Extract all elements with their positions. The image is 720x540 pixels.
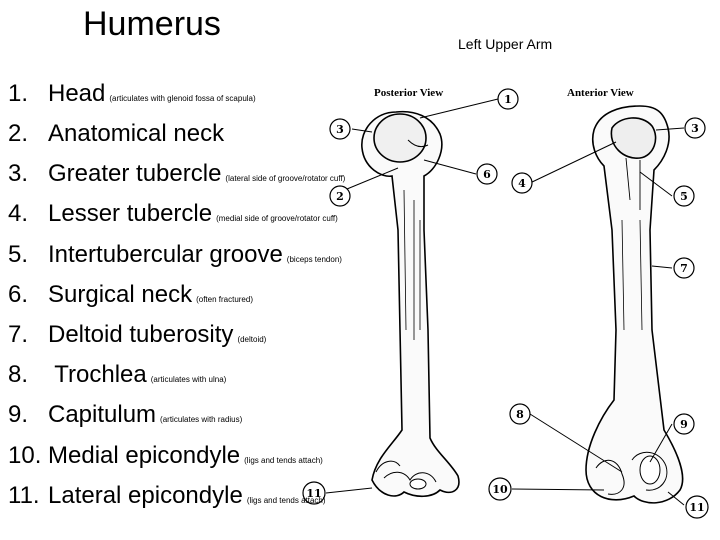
part-note: (medial side of groove/rotator cuff) <box>216 214 338 223</box>
anterior-humerus-bone <box>585 105 684 504</box>
callout-a10-label: 10 <box>492 483 508 496</box>
part-item-lesser-tubercle: 4. Lesser tubercle(medial side of groove/… <box>8 199 338 234</box>
part-note: (articulates with glenoid fossa of scapu… <box>109 94 256 103</box>
part-number: 11. <box>8 482 40 509</box>
part-item-intertubercular-groove: 5. Intertubercular groove(biceps tendon) <box>8 240 342 275</box>
callout-p6 <box>476 163 498 185</box>
part-note: (articulates with ulna) <box>150 375 227 384</box>
callout-p2 <box>329 185 351 207</box>
part-note: (ligs and tends attach) <box>246 496 326 505</box>
part-number: 10. <box>8 442 42 469</box>
callout-p2-label: 2 <box>336 190 344 203</box>
part-name: Surgical neck <box>48 281 193 308</box>
part-name: Head <box>48 80 106 107</box>
part-number: 7. <box>8 321 29 348</box>
part-number: 9. <box>8 401 29 428</box>
callout-p11 <box>302 481 326 505</box>
callout-a4-label: 4 <box>518 177 526 190</box>
callout-a11-label: 11 <box>689 501 704 514</box>
callout-a5 <box>673 185 695 207</box>
callout-a9 <box>673 413 695 435</box>
callout-a3-label: 3 <box>691 122 699 135</box>
part-name: Deltoid tuberosity <box>48 321 234 348</box>
callout-a11 <box>685 495 709 519</box>
part-note: (often fractured) <box>196 295 253 304</box>
callout-a9-label: 9 <box>680 418 688 431</box>
part-name: Capitulum <box>48 401 157 428</box>
callout-a4 <box>511 172 533 194</box>
part-note: (articulates with radius) <box>160 415 243 424</box>
part-number: 6. <box>8 281 29 308</box>
part-name: Intertubercular groove <box>48 241 283 268</box>
part-name: Anatomical neck <box>48 120 225 147</box>
callout-p1-label: 1 <box>504 93 512 106</box>
part-name: Lateral epicondyle <box>48 482 243 509</box>
part-note: (ligs and tends attach) <box>244 456 323 465</box>
callout-a5-label: 5 <box>680 190 688 203</box>
part-item-capitulum: 9. Capitulum(articulates with radius) <box>8 400 242 435</box>
part-number: 2. <box>8 120 29 147</box>
callout-a3 <box>684 117 706 139</box>
page-subtitle: Left Upper Arm <box>458 36 553 52</box>
part-number: 5. <box>8 241 29 268</box>
part-note: (biceps tendon) <box>286 255 342 264</box>
part-name: Lesser tubercle <box>48 200 213 227</box>
callout-a8-label: 8 <box>516 408 524 421</box>
part-item-deltoid-tuberosity: 7. Deltoid tuberosity(deltoid) <box>8 320 266 355</box>
part-number: 1. <box>8 80 29 107</box>
callout-a7 <box>673 257 695 279</box>
part-number: 3. <box>8 160 29 187</box>
posterior-view-label: Posterior View <box>374 87 443 99</box>
callout-p3 <box>329 118 351 140</box>
part-note: (lateral side of groove/rotator cuff) <box>225 174 346 183</box>
part-number: 4. <box>8 200 29 227</box>
callout-p6-label: 6 <box>483 168 491 181</box>
callout-a10 <box>488 477 512 501</box>
anterior-view-label: Anterior View <box>567 87 634 99</box>
part-item-lateral-epicondyle: 11. Lateral epicondyle(ligs and tends att… <box>8 481 326 516</box>
part-item-surgical-neck: 6. Surgical neck(often fractured) <box>8 280 253 315</box>
part-item-trochlea: 8. Trochlea(articulates with ulna) <box>8 360 226 395</box>
part-item-head: 1. Head(articulates with glenoid fossa of… <box>8 79 256 114</box>
part-name: Trochlea <box>48 361 147 388</box>
part-item-anatomical-neck: 2. Anatomical neck <box>8 119 228 154</box>
callout-a7-label: 7 <box>680 262 688 275</box>
callout-a8 <box>509 403 531 425</box>
callout-p11-label: 11 <box>306 487 321 500</box>
part-number: 8. <box>8 361 29 388</box>
callout-p1 <box>497 88 519 110</box>
part-name: Medial epicondyle <box>48 442 241 469</box>
posterior-humerus-bone <box>361 110 460 498</box>
page-title: Humerus <box>83 5 221 43</box>
part-item-greater-tubercle: 3. Greater tubercle(lateral side of groov… <box>8 159 345 194</box>
callout-p3-label: 3 <box>336 123 344 136</box>
part-item-medial-epicondyle: 10.Medial epicondyle(ligs and tends atta… <box>8 441 323 476</box>
part-note: (deltoid) <box>237 335 267 344</box>
part-name: Greater tubercle <box>48 160 222 187</box>
